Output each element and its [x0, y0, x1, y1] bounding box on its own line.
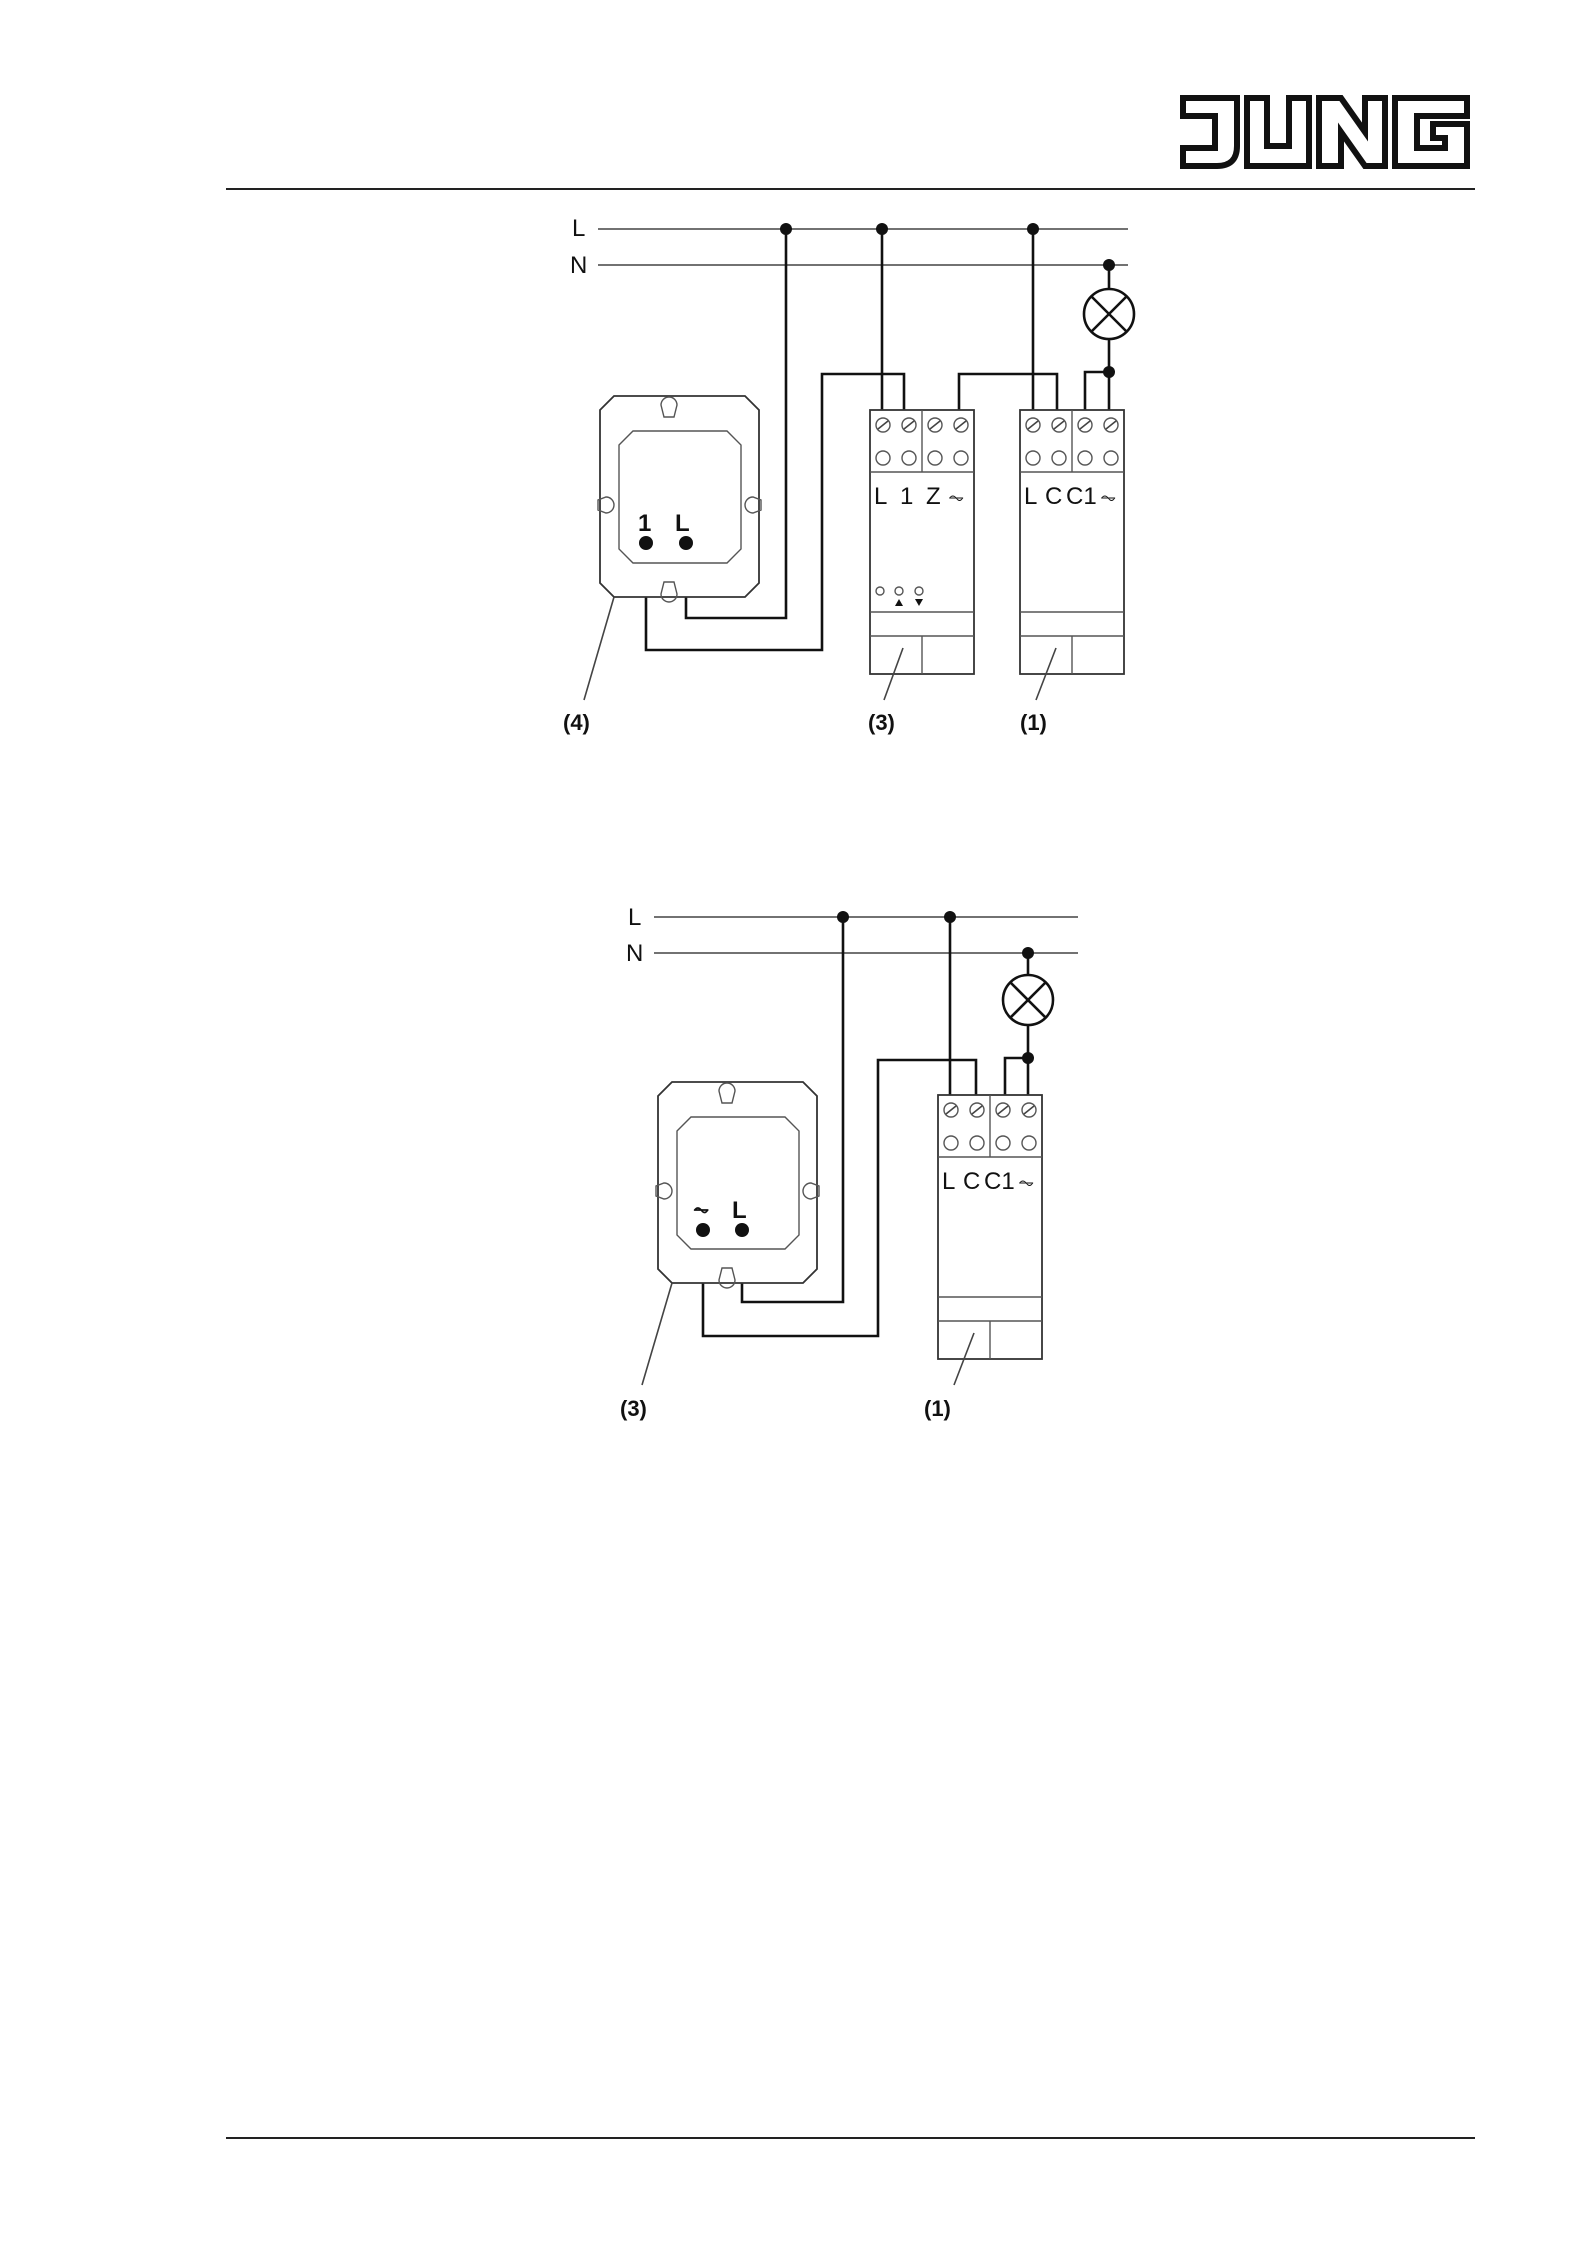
wiring-diagram-2: L N ⏦ L (3) [600, 880, 1120, 1440]
actuator-terminal-label: ⏦ [1100, 487, 1116, 509]
pushbutton-terminal-label: 1 [638, 510, 651, 537]
callout-1: (1) [924, 1396, 951, 1421]
line-label-L: L [572, 215, 585, 242]
actuator-unit [938, 1095, 1042, 1359]
callout-1: (1) [1020, 710, 1047, 735]
footer-rule [226, 2137, 1475, 2139]
line-label-N: N [626, 940, 643, 967]
actuator-terminal-label: L [942, 1168, 955, 1195]
actuator-terminal-label: C1 [984, 1168, 1015, 1195]
pushbutton-insert [598, 396, 761, 602]
pushbutton-terminal-label: L [675, 510, 690, 537]
lamp-c-wire [1085, 372, 1109, 410]
callout-4: (4) [563, 710, 590, 735]
pushbutton-terminal-dot [679, 536, 693, 550]
pushbutton-terminal-label: ⏦ [693, 1199, 709, 1221]
callout-3: (3) [620, 1396, 647, 1421]
actuator-terminal-label: C [1045, 483, 1062, 510]
pushbutton-terminal-dot [735, 1223, 749, 1237]
lamp-icon [1084, 289, 1134, 339]
jung-logo [1175, 92, 1475, 172]
extension-terminal-label: Z [926, 483, 941, 510]
extension-unit [870, 410, 974, 674]
callout-leader [584, 597, 614, 700]
header-rule [226, 188, 1475, 190]
actuator-terminal-label: C [963, 1168, 980, 1195]
actuator-terminal-label: C1 [1066, 483, 1097, 510]
lamp-icon [1003, 975, 1053, 1025]
callout-leader [642, 1283, 672, 1385]
actuator-unit [1020, 410, 1124, 674]
extension-terminal-label: L [874, 483, 887, 510]
line-label-L: L [628, 904, 641, 931]
pushbutton-terminal-dot [639, 536, 653, 550]
pushbutton-insert [656, 1082, 819, 1288]
lamp-c-wire [1005, 1058, 1028, 1095]
line-label-N: N [570, 252, 587, 279]
actuator-terminal-label: ⏦ [1018, 1172, 1034, 1194]
extension-z-wire [959, 374, 1057, 410]
actuator-terminal-label: L [1024, 483, 1037, 510]
wiring-diagram-1: L N [540, 200, 1160, 740]
callout-3: (3) [868, 710, 895, 735]
extension-terminal-label: 1 [900, 483, 913, 510]
extension-terminal-label: ⏦ [948, 487, 964, 509]
pushbutton-terminal-label: L [732, 1197, 747, 1224]
pushbutton-terminal-dot [696, 1223, 710, 1237]
